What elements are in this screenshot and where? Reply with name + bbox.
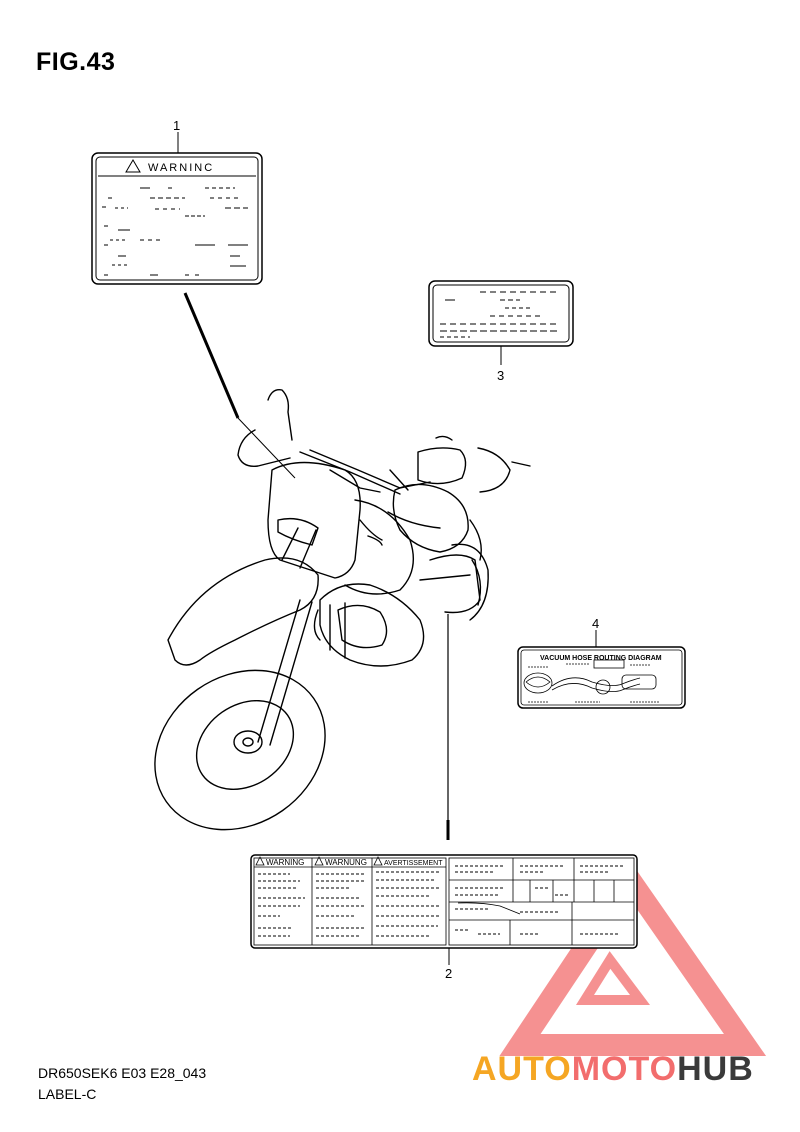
callout-1: 1 (173, 118, 181, 133)
label-2-heading-de: WARNUNG (325, 858, 367, 867)
watermark-auto: AUTO (472, 1050, 572, 1088)
label-4-heading: VACUUM HOSE ROUTING DIAGRAM (540, 655, 662, 662)
label-2-heading-en: WARNING (266, 858, 304, 867)
watermark-logo-icon (499, 860, 767, 1056)
figure-title: FIG.43 (36, 48, 116, 76)
leader-lines (183, 292, 450, 840)
watermark-hub: HUB (677, 1050, 754, 1088)
watermark-text: AUTOMOTOHUB (472, 1050, 754, 1089)
watermark-moto: MOTO (571, 1050, 678, 1088)
figure-code: DR650SEK6 E03 E28_043 (38, 1065, 207, 1081)
label-2-heading-fr: AVERTISSEMENT (384, 860, 443, 867)
figure-name: LABEL-C (38, 1086, 97, 1102)
callout-4: 4 (592, 616, 600, 631)
label-1-heading: WARNINC (148, 162, 214, 174)
label-1-warning-plate: WARNINC (91, 152, 263, 285)
motorcycle-drawing (154, 389, 531, 831)
callout-3: 3 (497, 368, 505, 383)
label-2-multilingual-plate: WARNING WARNUNG AVERTISSEMENT (250, 854, 638, 949)
label-3-plate (428, 280, 574, 347)
label-4-vacuum-diagram-plate: VACUUM HOSE ROUTING DIAGRAM (517, 646, 686, 709)
callout-2: 2 (445, 966, 453, 981)
